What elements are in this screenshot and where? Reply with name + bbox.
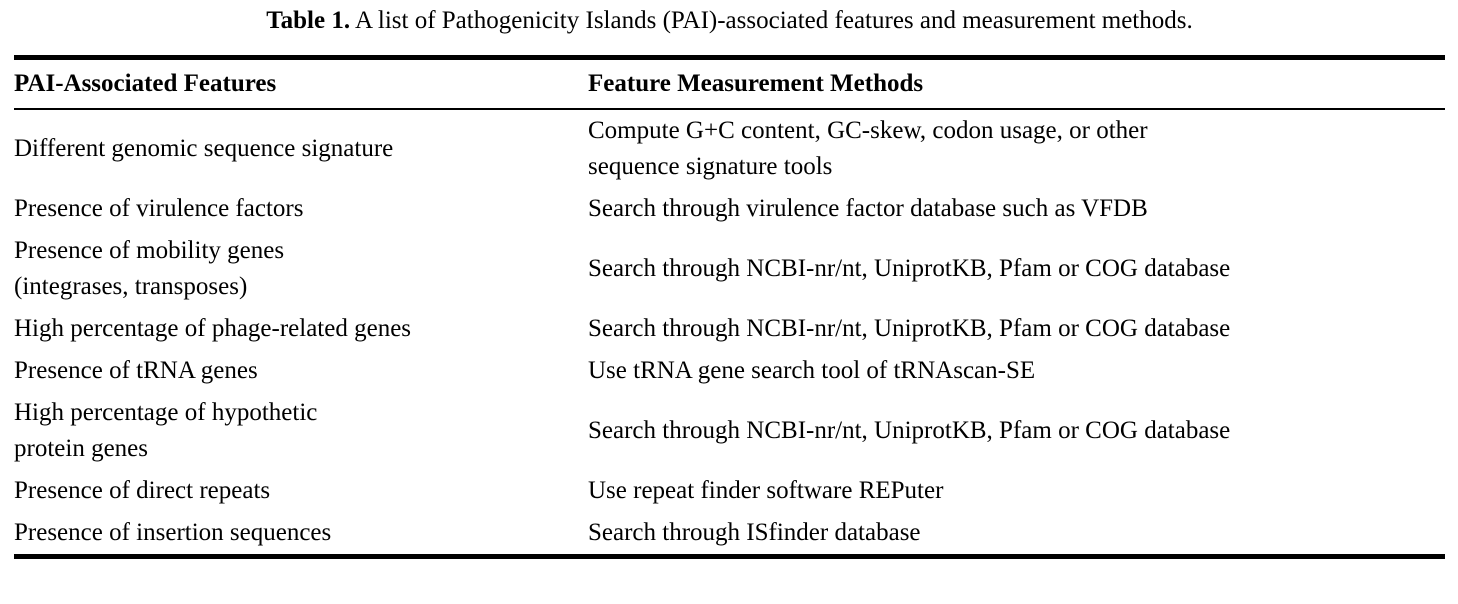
table-row: Presence of virulence factors Search thr… xyxy=(14,188,1445,230)
cell-feature: Presence of insertion sequences xyxy=(14,512,588,557)
cell-method: Search through ISfinder database xyxy=(588,512,1445,557)
feature-line-1: Different genomic sequence signature xyxy=(14,135,394,162)
table-container: PAI-Associated Features Feature Measurem… xyxy=(14,55,1445,559)
feature-line-1: Presence of mobility genes xyxy=(14,237,285,264)
table-row: Presence of tRNA genes Use tRNA gene sea… xyxy=(14,350,1445,392)
method-line-1: Compute G+C content, GC-skew, codon usag… xyxy=(588,117,1148,144)
table-row: Presence of insertion sequences Search t… xyxy=(14,512,1445,557)
method-line-1: Search through NCBI-nr/nt, UniprotKB, Pf… xyxy=(588,417,1231,444)
table-row: High percentage of phage-related genes S… xyxy=(14,308,1445,350)
cell-method: Search through virulence factor database… xyxy=(588,188,1445,230)
column-header-methods: Feature Measurement Methods xyxy=(588,70,924,97)
method-line-2: sequence signature tools xyxy=(588,153,833,180)
caption-label: Table 1. xyxy=(266,7,351,34)
method-line-1: Search through NCBI-nr/nt, UniprotKB, Pf… xyxy=(588,315,1231,342)
cell-feature: Presence of direct repeats xyxy=(14,470,588,512)
cell-method: Compute G+C content, GC-skew, codon usag… xyxy=(588,109,1445,188)
cell-feature: Presence of virulence factors xyxy=(14,188,588,230)
method-line-1: Search through ISfinder database xyxy=(588,519,921,546)
table-row: High percentage of hypothetic protein ge… xyxy=(14,392,1445,470)
cell-feature: Presence of mobility genes (integrases, … xyxy=(14,230,588,308)
feature-line-1: Presence of virulence factors xyxy=(14,195,304,222)
table-row: Presence of direct repeats Use repeat fi… xyxy=(14,470,1445,512)
cell-method: Search through NCBI-nr/nt, UniprotKB, Pf… xyxy=(588,230,1445,308)
method-line-1: Use repeat finder software REPuter xyxy=(588,477,944,504)
feature-line-1: Presence of tRNA genes xyxy=(14,357,258,384)
feature-line-1: Presence of insertion sequences xyxy=(14,519,332,546)
pai-features-table: PAI-Associated Features Feature Measurem… xyxy=(14,55,1445,559)
table-header-row: PAI-Associated Features Feature Measurem… xyxy=(14,57,1445,109)
cell-method: Use repeat finder software REPuter xyxy=(588,470,1445,512)
method-line-1: Use tRNA gene search tool of tRNAscan-SE xyxy=(588,357,1036,384)
feature-line-1: High percentage of phage-related genes xyxy=(14,315,412,342)
cell-method: Search through NCBI-nr/nt, UniprotKB, Pf… xyxy=(588,308,1445,350)
method-line-1: Search through virulence factor database… xyxy=(588,195,1148,222)
table-caption: Table 1. A list of Pathogenicity Islands… xyxy=(14,4,1445,38)
feature-line-2: protein genes xyxy=(14,435,148,462)
cell-feature: Presence of tRNA genes xyxy=(14,350,588,392)
cell-method: Use tRNA gene search tool of tRNAscan-SE xyxy=(588,350,1445,392)
cell-feature: High percentage of hypothetic protein ge… xyxy=(14,392,588,470)
table-head: PAI-Associated Features Feature Measurem… xyxy=(14,57,1445,109)
feature-line-1: High percentage of hypothetic xyxy=(14,399,318,426)
cell-feature: Different genomic sequence signature xyxy=(14,109,588,188)
method-line-1: Search through NCBI-nr/nt, UniprotKB, Pf… xyxy=(588,255,1231,282)
table-body: Different genomic sequence signature Com… xyxy=(14,109,1445,557)
feature-line-1: Presence of direct repeats xyxy=(14,477,271,504)
table-row: Presence of mobility genes (integrases, … xyxy=(14,230,1445,308)
cell-feature: High percentage of phage-related genes xyxy=(14,308,588,350)
cell-method: Search through NCBI-nr/nt, UniprotKB, Pf… xyxy=(588,392,1445,470)
feature-line-2: (integrases, transposes) xyxy=(14,273,248,300)
column-header-features: PAI-Associated Features xyxy=(14,70,277,97)
caption-text: A list of Pathogenicity Islands (PAI)-as… xyxy=(350,7,1193,34)
table-row: Different genomic sequence signature Com… xyxy=(14,109,1445,188)
